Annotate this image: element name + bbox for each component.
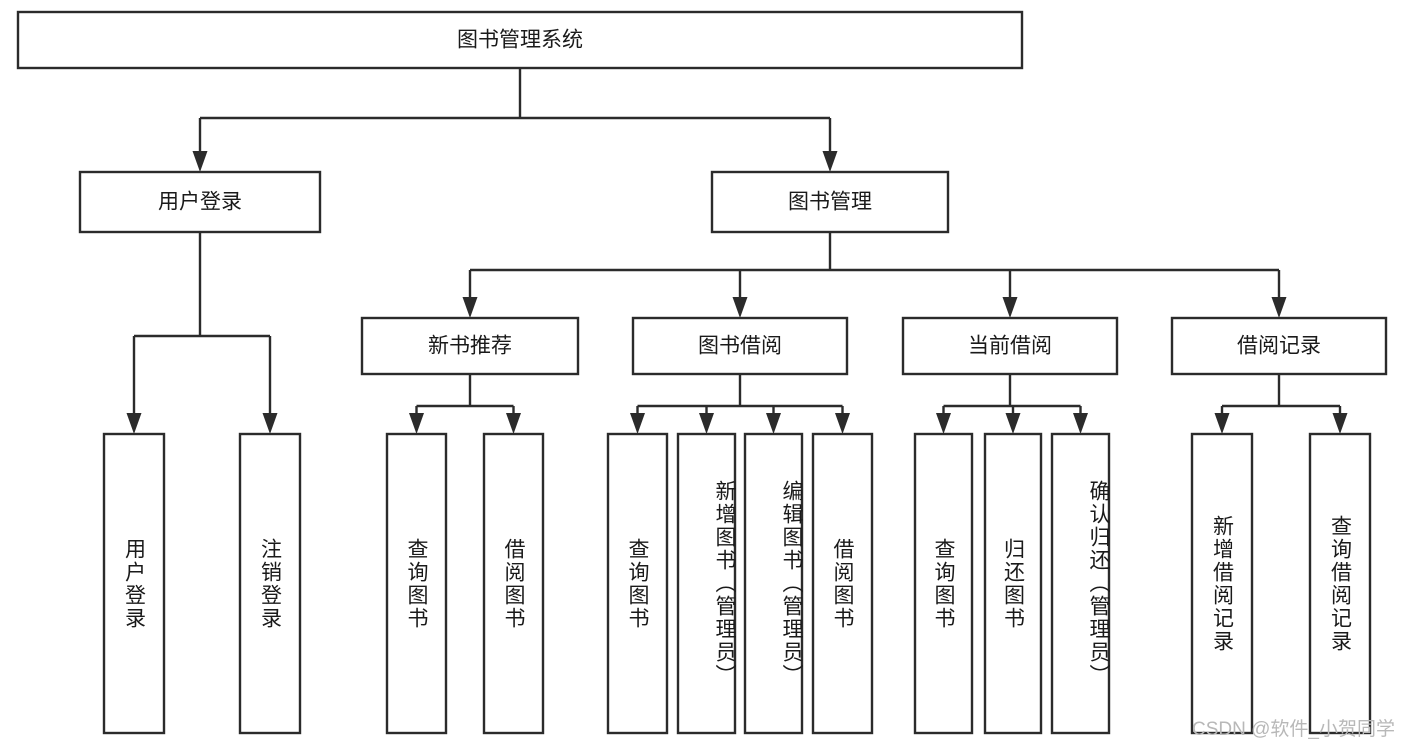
record-arrow-0 bbox=[1214, 413, 1230, 434]
node-level3-3[interactable] bbox=[1170, 316, 1388, 376]
newbook-arrow-0 bbox=[409, 413, 424, 434]
current-arrow-0 bbox=[936, 413, 951, 434]
login-arrow-1 bbox=[262, 413, 278, 434]
node-root-label: 图书管理系统 bbox=[457, 29, 583, 52]
record-arrow-1 bbox=[1332, 413, 1348, 434]
node-level3-3-label: 借阅记录 bbox=[1237, 335, 1321, 358]
node-level2-1[interactable] bbox=[710, 170, 950, 234]
node-leaf-8[interactable] bbox=[913, 432, 974, 735]
borrow-arrow-3 bbox=[835, 413, 850, 434]
node-level3-1-label: 图书借阅 bbox=[698, 335, 782, 358]
current-arrow-2 bbox=[1073, 413, 1088, 434]
borrow-arrow-1 bbox=[699, 413, 714, 434]
node-leaf-10[interactable] bbox=[1050, 432, 1111, 735]
root-arrow-0 bbox=[192, 151, 208, 172]
node-level2-0-label: 用户登录 bbox=[158, 191, 242, 214]
node-leaf-11[interactable] bbox=[1190, 432, 1254, 735]
mgmt-arrow-2 bbox=[1002, 297, 1018, 318]
node-leaf-6[interactable] bbox=[743, 432, 804, 735]
newbook-arrow-1 bbox=[506, 413, 521, 434]
mgmt-arrow-0 bbox=[462, 297, 478, 318]
node-leaf-5[interactable] bbox=[676, 432, 737, 735]
node-level3-0[interactable] bbox=[360, 316, 580, 376]
root-arrow-1 bbox=[822, 151, 838, 172]
node-leaf-1[interactable] bbox=[238, 432, 302, 735]
node-leaf-3[interactable] bbox=[482, 432, 545, 735]
node-level3-1[interactable] bbox=[631, 316, 849, 376]
login-arrow-0 bbox=[126, 413, 142, 434]
current-arrow-1 bbox=[1005, 413, 1021, 434]
borrow-arrow-2 bbox=[766, 413, 781, 434]
node-level3-2[interactable] bbox=[901, 316, 1119, 376]
mgmt-arrow-1 bbox=[732, 297, 748, 318]
node-level3-2-label: 当前借阅 bbox=[968, 335, 1052, 358]
mgmt-arrow-3 bbox=[1271, 297, 1287, 318]
csdn-watermark: CSDN @软件_小贺同学 bbox=[1192, 719, 1395, 740]
node-leaf-7[interactable] bbox=[811, 432, 874, 735]
node-leaf-2[interactable] bbox=[385, 432, 448, 735]
node-root[interactable] bbox=[16, 10, 1024, 70]
node-leaf-9[interactable] bbox=[983, 432, 1043, 735]
node-level2-1-label: 图书管理 bbox=[788, 191, 872, 214]
node-leaf-4[interactable] bbox=[606, 432, 669, 735]
connector-layer bbox=[126, 68, 1348, 434]
box-layer bbox=[16, 10, 1388, 735]
node-leaf-12[interactable] bbox=[1308, 432, 1372, 735]
node-level2-0[interactable] bbox=[78, 170, 322, 234]
node-leaf-0[interactable] bbox=[102, 432, 166, 735]
borrow-arrow-0 bbox=[630, 413, 645, 434]
node-level3-0-label: 新书推荐 bbox=[428, 335, 512, 358]
